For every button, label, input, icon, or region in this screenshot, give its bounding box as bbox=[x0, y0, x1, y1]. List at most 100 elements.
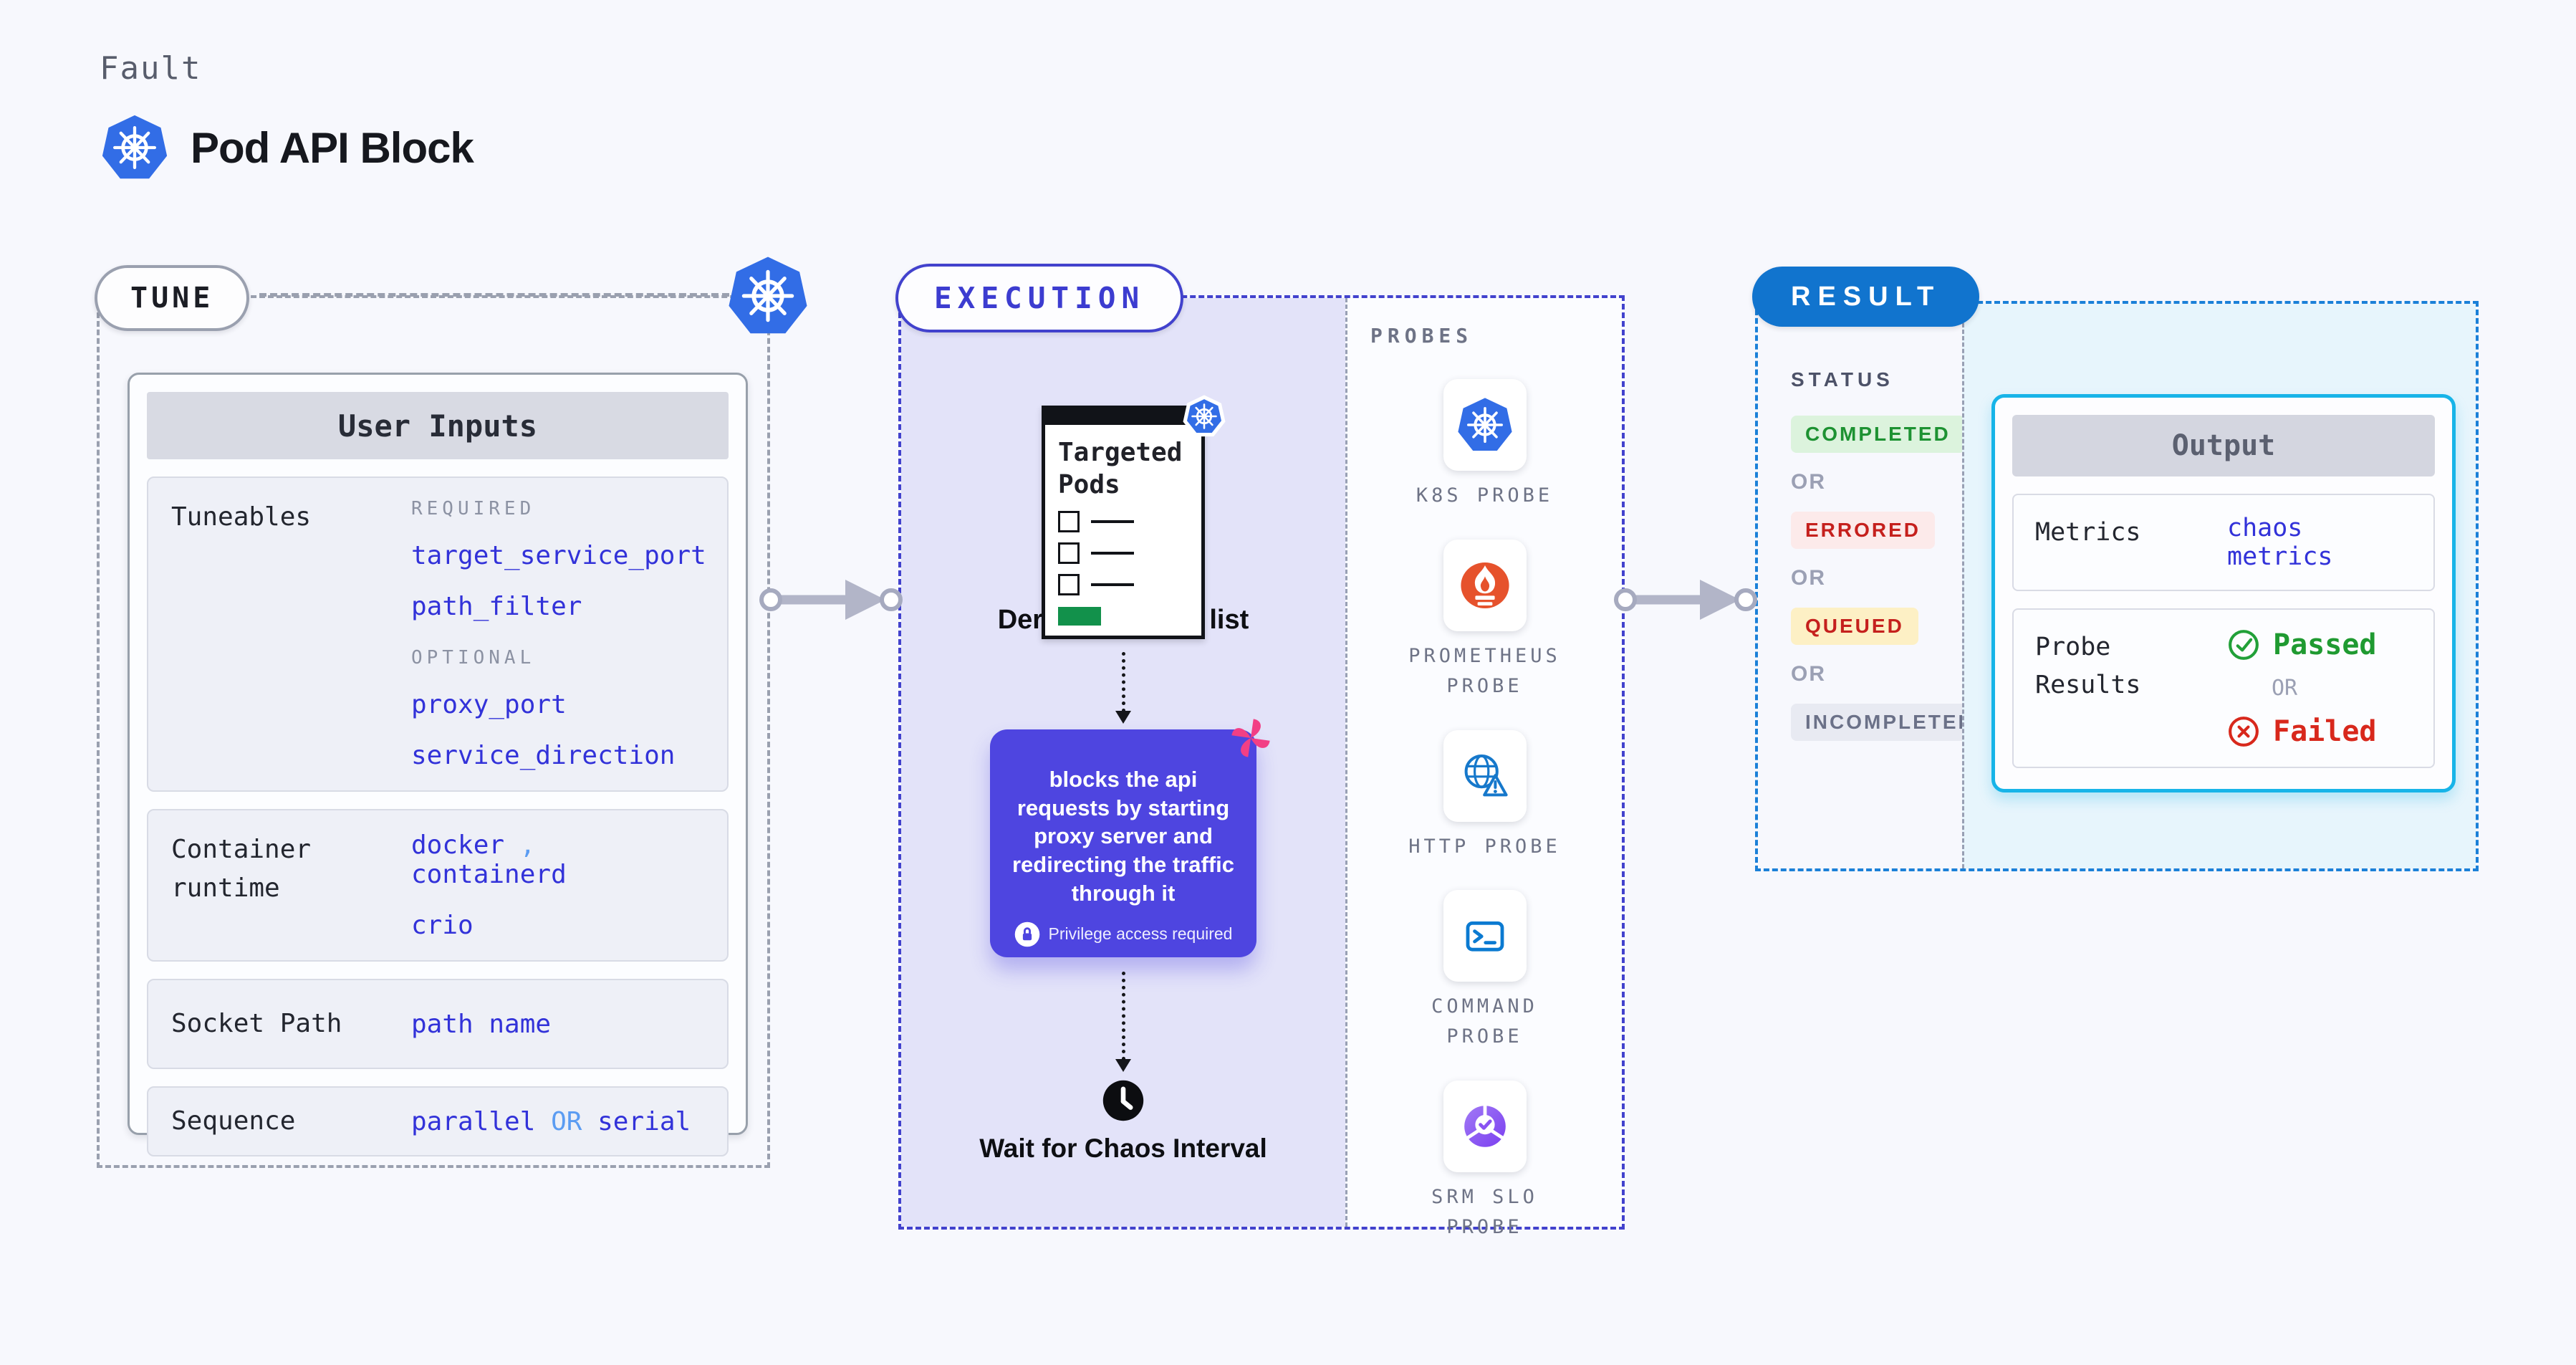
result-section: STATUS COMPLETED OR ERRORED OR QUEUED OR… bbox=[1755, 301, 2479, 871]
tune-pill: TUNE bbox=[95, 265, 250, 331]
socket-path-value: path name bbox=[411, 1009, 552, 1039]
probe-label: SRM SLO PROBE bbox=[1431, 1186, 1538, 1238]
status-column: STATUS COMPLETED OR ERRORED OR QUEUED OR… bbox=[1758, 304, 1989, 868]
failed-label: Failed bbox=[2273, 715, 2377, 748]
status-heading: STATUS bbox=[1791, 368, 1894, 391]
optional-heading: OPTIONAL bbox=[411, 647, 536, 669]
prometheus-flame-icon bbox=[1460, 562, 1509, 608]
runtime-value: docker bbox=[411, 830, 505, 860]
kubernetes-icon bbox=[729, 257, 807, 334]
targeted-pods-titlebar bbox=[1045, 409, 1201, 425]
tuneable-value: proxy_port bbox=[411, 690, 567, 719]
container-runtime-row: Container runtime docker , containerd cr… bbox=[147, 809, 729, 962]
privilege-note: Privilege access required bbox=[1048, 924, 1233, 944]
required-heading: REQUIRED bbox=[411, 498, 536, 519]
passed-label: Passed bbox=[2273, 628, 2377, 661]
execution-section: Targeted Pods bbox=[898, 295, 1625, 1238]
passed-line: Passed bbox=[2227, 628, 2377, 661]
runtime-value: crio bbox=[411, 911, 474, 940]
metrics-value: chaos metrics bbox=[2227, 514, 2333, 571]
wait-chaos-interval-label: Wait for Chaos Interval bbox=[979, 1134, 1267, 1163]
pod-list-item bbox=[1058, 574, 1188, 595]
tune-section bbox=[97, 295, 770, 1168]
status-badge-queued: QUEUED bbox=[1791, 608, 1918, 645]
kubernetes-icon bbox=[1457, 398, 1512, 451]
metrics-label: Metrics bbox=[2035, 518, 2141, 547]
pinwheel-icon bbox=[1231, 719, 1270, 757]
probe-label: COMMAND PROBE bbox=[1431, 995, 1538, 1048]
kubernetes-icon bbox=[102, 115, 168, 179]
runtime-separator: , bbox=[519, 830, 536, 860]
probe-card bbox=[1443, 539, 1527, 631]
or-separator: OR bbox=[1791, 566, 1826, 590]
tuneables-row: Tuneables REQUIRED target_service_port p… bbox=[147, 476, 729, 792]
output-card: Output Metrics chaos metrics Probe Resul… bbox=[1991, 394, 2456, 792]
runtime-value: containerd bbox=[411, 860, 567, 889]
pod-list-item bbox=[1058, 511, 1188, 532]
sequence-label: Sequence bbox=[171, 1106, 296, 1136]
pod-list-item bbox=[1058, 542, 1188, 564]
probe-label: K8S PROBE bbox=[1416, 484, 1554, 507]
lock-icon bbox=[1014, 921, 1039, 947]
selected-pod-bar bbox=[1058, 607, 1101, 626]
sequence-value: parallel bbox=[411, 1106, 536, 1136]
probe-results-label: Probe Results bbox=[2035, 633, 2141, 699]
down-arrow bbox=[1115, 652, 1131, 724]
probe-item-k8s: K8S PROBE bbox=[1398, 379, 1572, 511]
targeted-pods-box: Targeted Pods bbox=[1042, 406, 1205, 639]
probe-card bbox=[1443, 890, 1527, 982]
probe-label: HTTP PROBE bbox=[1408, 835, 1561, 858]
targeted-pods-title: Targeted Pods bbox=[1058, 438, 1183, 499]
or-separator: OR bbox=[1791, 662, 1826, 686]
probe-item-http: HTTP PROBE bbox=[1398, 729, 1572, 862]
flow-arrow-icon bbox=[1614, 580, 1757, 620]
user-inputs-card: User Inputs Tuneables REQUIRED target_se… bbox=[128, 373, 748, 1156]
clock-icon bbox=[1102, 1080, 1144, 1121]
terminal-icon bbox=[1466, 921, 1504, 952]
fault-eyebrow: Fault bbox=[100, 50, 202, 87]
probe-results-row: Probe Results Passed OR bbox=[2012, 608, 2435, 768]
or-separator: OR bbox=[1791, 470, 1826, 494]
result-pill: RESULT bbox=[1752, 267, 1980, 327]
output-title: Output bbox=[2012, 415, 2435, 476]
container-runtime-values: docker , containerd crio bbox=[411, 830, 704, 940]
flow-arrow-icon bbox=[759, 580, 903, 620]
status-badge-incompleted: INCOMPLETED bbox=[1791, 704, 1989, 741]
page-title-row: Pod API Block bbox=[100, 113, 474, 182]
tuneable-value: path_filter bbox=[411, 592, 582, 621]
probes-panel: PROBES K8S PROBE bbox=[1345, 298, 1622, 1238]
probe-item-command: COMMAND PROBE bbox=[1398, 890, 1572, 1052]
slo-pie-check-icon bbox=[1464, 1104, 1506, 1147]
output-area: Output Metrics chaos metrics Probe Resul… bbox=[1962, 304, 2476, 868]
fault-action-box: blocks the api requests by starting prox… bbox=[990, 719, 1270, 957]
user-inputs-title: User Inputs bbox=[147, 392, 729, 459]
socket-path-label: Socket Path bbox=[171, 1009, 342, 1038]
probe-item-srm-slo: SRM SLO PROBE bbox=[1398, 1081, 1572, 1242]
sequence-row: Sequence parallel OR serial bbox=[147, 1086, 729, 1156]
metrics-row: Metrics chaos metrics bbox=[2012, 494, 2435, 591]
probe-label: PROMETHEUS PROBE bbox=[1408, 644, 1561, 697]
failed-line: Failed bbox=[2227, 715, 2377, 748]
probe-item-prometheus: PROMETHEUS PROBE bbox=[1398, 539, 1572, 701]
probe-card bbox=[1443, 729, 1527, 822]
page-title: Pod API Block bbox=[191, 123, 474, 172]
tuneable-value: service_direction bbox=[411, 741, 676, 770]
probe-card bbox=[1443, 1081, 1527, 1173]
probes-heading: PROBES bbox=[1370, 324, 1474, 348]
sequence-value: serial bbox=[597, 1106, 691, 1136]
targeted-pods-figure: Targeted Pods bbox=[1042, 395, 1226, 639]
fault-action-text: blocks the api requests by starting prox… bbox=[1011, 767, 1235, 906]
status-badge-errored: ERRORED bbox=[1791, 512, 1936, 549]
privilege-note-row: Privilege access required bbox=[990, 921, 1256, 947]
down-arrow bbox=[1115, 972, 1131, 1072]
status-badge-completed: COMPLETED bbox=[1791, 416, 1965, 453]
execution-flow-area: Targeted Pods bbox=[901, 298, 1345, 1227]
socket-path-row: Socket Path path name bbox=[147, 979, 729, 1069]
check-circle-icon bbox=[2229, 630, 2259, 660]
execution-pill: EXECUTION bbox=[895, 264, 1184, 332]
tuneables-values: REQUIRED target_service_port path_filter… bbox=[411, 498, 706, 770]
x-circle-icon bbox=[2229, 717, 2259, 747]
tuneables-label: Tuneables bbox=[171, 502, 312, 532]
tune-connector-line bbox=[259, 293, 729, 297]
